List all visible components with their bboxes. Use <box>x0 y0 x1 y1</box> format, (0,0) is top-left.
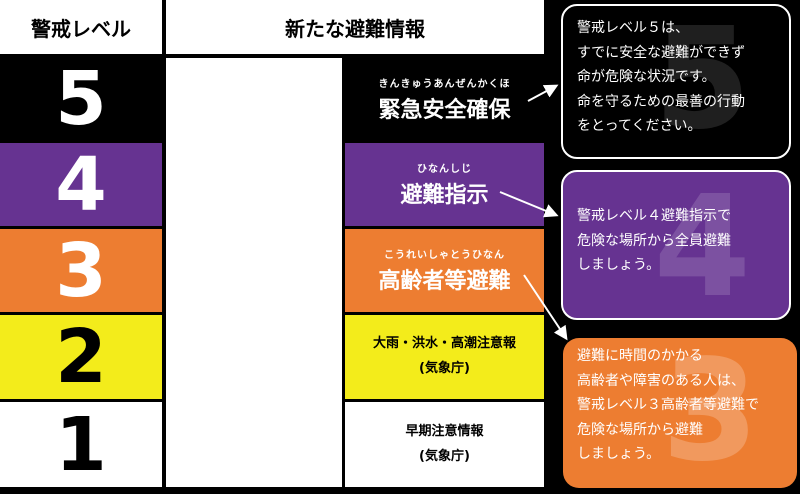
header-new-evacuation-info: 新たな避難情報 <box>166 0 544 54</box>
callout-level-4-line: 警戒レベル４避難指示で <box>577 208 731 224</box>
callout-level-5-line: すでに安全な避難ができず <box>577 44 746 61</box>
info-level-1: 早期注意情報 (気象庁) <box>345 402 544 487</box>
callout-level-5-line: 命が危険な状況です。 <box>577 69 716 85</box>
info-level-5-ruby: きんきゅうあんぜんかくほ <box>378 78 511 90</box>
info-level-1-source: (気象庁) <box>419 448 470 464</box>
info-level-4: ひなんしじ 避難指示 <box>345 143 544 226</box>
callout-level-3-line: 高齢者や障害のある人は、 <box>577 372 745 389</box>
info-level-4-ruby: ひなんしじ <box>417 164 472 175</box>
level-3-number: 3 <box>0 229 162 312</box>
level-5-number: 5 <box>0 58 162 140</box>
info-level-5: きんきゅうあんぜんかくほ 緊急安全確保 <box>345 58 544 140</box>
level-4-number: 4 <box>0 143 162 226</box>
info-level-2-source: (気象庁) <box>419 361 470 376</box>
blank-column <box>166 58 342 487</box>
callout-level-5-line: 命を守るための最善の行動 <box>577 93 745 110</box>
callout-level-5-line: 警戒レベル５は、 <box>577 20 689 36</box>
info-level-5-label: 緊急安全確保 <box>378 97 511 123</box>
callout-level-4: 4 警戒レベル４避難指示で 危険な場所から全員避難 しましょう。 <box>561 170 791 320</box>
callout-level-4-line: しましょう。 <box>577 257 661 273</box>
info-level-3: こうれいしゃとうひなん 高齢者等避難 <box>345 229 544 312</box>
arrow-level-3 <box>523 274 568 341</box>
arrow-level-5 <box>527 84 559 102</box>
info-level-2-label: 大雨・洪水・高潮注意報 <box>372 336 516 352</box>
level-2-number: 2 <box>0 315 162 399</box>
info-level-3-ruby: こうれいしゃとうひなん <box>384 250 505 261</box>
callout-level-3: 3 避難に時間のかかる 高齢者や障害のある人は、 警戒レベル３高齢者等避難で 危… <box>563 338 797 488</box>
level-1-number: 1 <box>0 402 162 487</box>
callout-level-3-line: 危険な場所から避難 <box>577 421 703 438</box>
callout-level-4-line: 危険な場所から全員避難 <box>577 232 731 249</box>
arrow-level-4 <box>499 191 559 218</box>
info-level-3-label: 高齢者等避難 <box>378 269 511 294</box>
header-warning-level: 警戒レベル <box>0 0 162 54</box>
info-level-4-label: 避難指示 <box>400 183 489 208</box>
callout-level-3-line: 警戒レベル３高齢者等避難で <box>577 397 759 413</box>
info-level-2: 大雨・洪水・高潮注意報 (気象庁) <box>345 315 544 399</box>
callout-level-5-line: をとってください。 <box>577 118 702 134</box>
info-level-1-label: 早期注意情報 <box>405 423 484 439</box>
callout-level-5: 5 警戒レベル５は、 すでに安全な避難ができず 命が危険な状況です。 命を守るた… <box>561 4 791 159</box>
callout-level-3-line: しましょう。 <box>577 446 661 462</box>
callout-level-3-line: 避難に時間のかかる <box>577 348 703 364</box>
